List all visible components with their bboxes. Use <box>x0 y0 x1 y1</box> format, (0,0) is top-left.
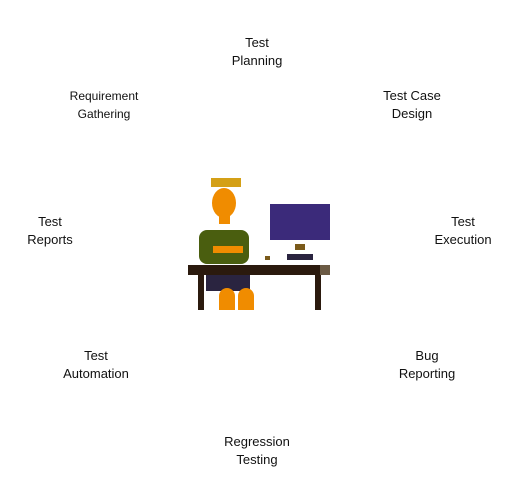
monitor-base <box>287 254 313 260</box>
tester-at-desk-illustration <box>188 178 330 310</box>
stage-test-execution: Test Execution <box>434 214 492 247</box>
stage-test-planning: Test Planning <box>231 35 283 68</box>
stage-regression-testing: Regression Testing <box>224 434 290 467</box>
person-neck <box>219 216 230 224</box>
person-knee-left <box>219 288 235 310</box>
person-arm <box>213 246 243 253</box>
person-pants <box>206 275 250 291</box>
stage-bug-reporting: Bug Reporting <box>398 348 456 381</box>
monitor-stand <box>295 244 305 250</box>
person-knee-right <box>238 288 254 310</box>
desk-leg-left <box>198 275 204 310</box>
stage-requirement-gathering: Requirement Gathering <box>69 89 139 121</box>
desk-item <box>265 256 270 260</box>
person-head <box>212 188 236 218</box>
stage-test-case-design: Test Case Design <box>383 88 441 121</box>
stage-test-automation: Test Automation <box>63 348 129 381</box>
desk-leg-right <box>315 275 321 310</box>
desk-top <box>188 265 320 275</box>
stage-test-reports: Test Reports <box>27 214 73 247</box>
person-hair <box>211 178 241 187</box>
desk-end <box>320 265 330 275</box>
monitor-screen <box>270 204 330 240</box>
